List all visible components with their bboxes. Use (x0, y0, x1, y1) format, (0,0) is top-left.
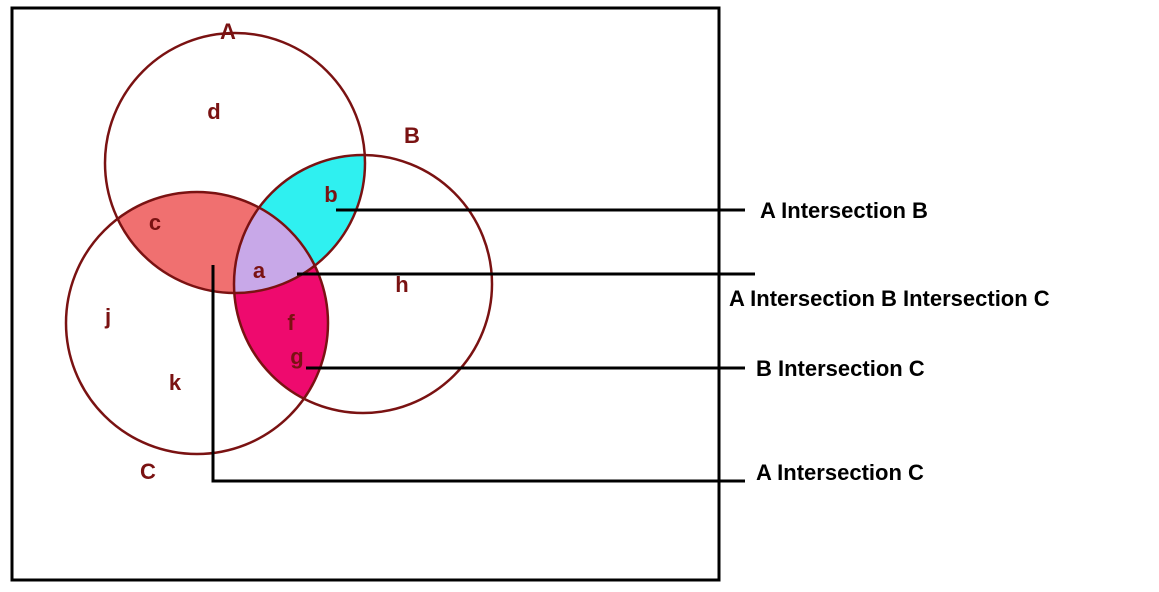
universal-set-frame (10, 6, 721, 582)
callout-line-a-intersect-c (211, 265, 745, 483)
region-label-g: g (290, 344, 303, 369)
region-label-c: c (149, 210, 161, 235)
callout-label-a-intersect-c: A Intersection C (756, 460, 924, 485)
circle-c (64, 190, 330, 456)
callout-label-a-intersect-b: A Intersection B (760, 198, 928, 223)
callout-label-b-intersect-c: B Intersection C (756, 356, 925, 381)
region-label-f: f (287, 310, 295, 335)
region-label-a: a (253, 258, 266, 283)
set-label-a: A (220, 19, 236, 44)
region-label-j: j (104, 304, 111, 329)
region-label-k: k (169, 370, 182, 395)
region-label-b: b (324, 182, 337, 207)
region-label-d: d (207, 99, 220, 124)
set-label-c: C (140, 459, 156, 484)
callout-label-a-intersect-b-intersect-c: A Intersection B Intersection C (729, 286, 1050, 311)
set-label-b: B (404, 123, 420, 148)
region-label-h: h (395, 272, 408, 297)
circle-b (232, 153, 494, 415)
